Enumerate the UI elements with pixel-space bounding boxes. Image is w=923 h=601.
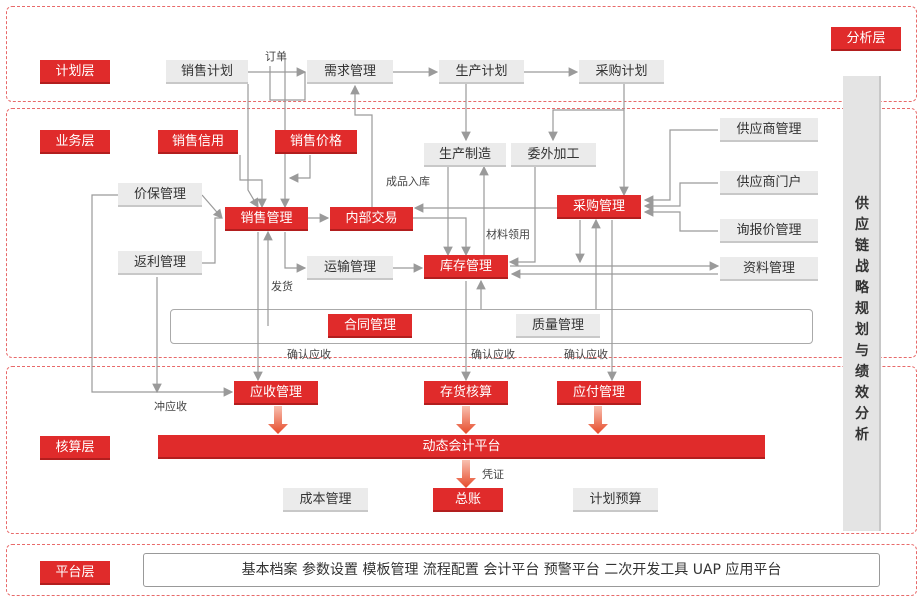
edge-priceprot-sales — [201, 194, 223, 219]
node-supplier-portal[interactable]: 供应商门户 — [720, 171, 818, 195]
node-plan-budget[interactable]: 计划预算 — [573, 488, 658, 512]
node-supplier-mgmt[interactable]: 供应商管理 — [720, 118, 818, 142]
node-ap[interactable]: 应付管理 — [557, 381, 641, 405]
node-inventory-accounting[interactable]: 存货核算 — [424, 381, 508, 405]
node-purchase-plan[interactable]: 采购计划 — [579, 60, 664, 84]
node-sales-mgmt[interactable]: 销售管理 — [225, 207, 308, 231]
edge-internal-demand — [350, 84, 373, 207]
plan-layer-zone — [6, 6, 917, 102]
node-data-mgmt[interactable]: 资料管理 — [720, 257, 818, 281]
label-order: 订单 — [265, 50, 287, 63]
accounting-arrows — [268, 406, 608, 488]
node-price-protection[interactable]: 价保管理 — [118, 183, 202, 207]
label-confirm-inv: 确认应收 — [471, 348, 515, 361]
node-internal-trade[interactable]: 内部交易 — [330, 207, 413, 231]
business-layer-zone — [6, 108, 917, 358]
node-sales-price[interactable]: 销售价格 — [275, 130, 357, 154]
node-sales-credit[interactable]: 销售信用 — [158, 130, 238, 154]
label-material-pick: 材料领用 — [486, 228, 530, 241]
node-dynamic-accounting[interactable]: 动态会计平台 — [158, 435, 765, 459]
node-cost-mgmt[interactable]: 成本管理 — [283, 488, 368, 512]
edge-portal-purch — [643, 182, 718, 211]
node-quality[interactable]: 质量管理 — [516, 314, 600, 338]
edge-order-line — [269, 66, 306, 101]
node-outsourcing[interactable]: 委外加工 — [511, 143, 596, 167]
label-offset-ar: 冲应收 — [154, 400, 187, 413]
edge-credit-salesmgmt — [239, 155, 267, 209]
label-confirm-ar: 确认应收 — [287, 348, 331, 361]
accounting-layer-zone — [6, 366, 917, 534]
label-finished-in: 成品入库 — [386, 175, 430, 188]
edge-internal-inventory — [400, 217, 471, 257]
label-ship: 发货 — [271, 280, 293, 293]
node-production-plan[interactable]: 生产计划 — [439, 60, 524, 84]
layer-label-business: 业务层 — [40, 130, 110, 154]
edge-sales-transport — [284, 232, 307, 273]
node-demand-mgmt[interactable]: 需求管理 — [307, 60, 393, 84]
edge-outsourcing-inventory — [508, 167, 536, 267]
node-contract[interactable]: 合同管理 — [328, 314, 412, 338]
layer-label-accounting: 核算层 — [40, 436, 110, 460]
node-inquiry-price[interactable]: 询报价管理 — [720, 219, 818, 243]
layer-label-analysis: 分析层 — [831, 27, 901, 51]
edge-salesplan-salesmgmt — [247, 84, 259, 209]
node-sales-plan[interactable]: 销售计划 — [166, 60, 248, 84]
label-confirm-ap: 确认应收 — [564, 348, 608, 361]
node-ar[interactable]: 应收管理 — [234, 381, 318, 405]
node-production-mfg[interactable]: 生产制造 — [424, 143, 506, 167]
side-panel-text: 供应链战略规划与绩效分析 — [855, 196, 869, 443]
edge-purchplan-outsourcing — [548, 109, 624, 142]
platform-layer-zone — [6, 544, 917, 596]
layer-label-plan: 计划层 — [40, 60, 110, 84]
node-rebate[interactable]: 返利管理 — [118, 251, 202, 275]
node-purchase-mgmt[interactable]: 采购管理 — [557, 195, 641, 219]
edge-inquiry-purch — [643, 207, 718, 232]
node-general-ledger[interactable]: 总账 — [433, 488, 503, 512]
layer-label-platform: 平台层 — [40, 561, 110, 585]
edge-price-salesmgmt — [288, 155, 311, 183]
platform-bar: 基本档案 参数设置 模板管理 流程配置 会计平台 预警平台 二次开发工具 UAP… — [143, 553, 880, 587]
edge-priceprot-ar — [91, 194, 234, 397]
label-voucher: 凭证 — [482, 468, 504, 481]
edge-rebate-sales — [202, 217, 222, 264]
node-inventory[interactable]: 库存管理 — [424, 255, 508, 279]
analysis-side-panel: 供应链战略规划与绩效分析 — [843, 76, 881, 531]
contract-frame — [170, 309, 813, 344]
edge-supplier-purch — [643, 129, 718, 205]
node-transport[interactable]: 运输管理 — [307, 256, 393, 280]
